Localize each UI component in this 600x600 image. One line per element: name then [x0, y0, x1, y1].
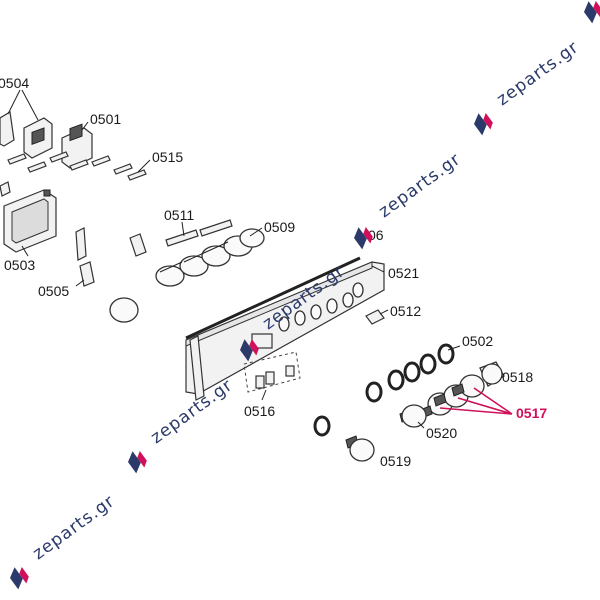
- label-0519: 0519: [380, 453, 411, 469]
- part-0519-knob[interactable]: [313, 415, 375, 462]
- watermark-text-5: zeparts.gr: [29, 491, 119, 564]
- part-0520-knob[interactable]: [399, 404, 427, 428]
- label-0501: 0501: [90, 111, 121, 127]
- label-0509: 0509: [264, 219, 295, 235]
- part-0511-strip[interactable]: [165, 219, 233, 247]
- watermark-logo-1: [474, 112, 493, 136]
- part-loose-knob[interactable]: [109, 297, 139, 323]
- label-0511: 0511: [164, 207, 194, 223]
- leader-0517: [439, 387, 513, 415]
- watermark-text-1: zeparts.gr: [493, 37, 583, 110]
- label-0518: 0518: [502, 369, 533, 385]
- part-0505-clips[interactable]: [75, 227, 95, 287]
- watermark-logo-4: [128, 450, 147, 474]
- label-0521: 0521: [388, 265, 419, 281]
- label-0516: 0516: [244, 403, 275, 419]
- part-small-holder[interactable]: [129, 233, 147, 257]
- part-0515-pins[interactable]: [7, 151, 147, 181]
- part-0504-switches[interactable]: [0, 111, 53, 159]
- label-0520: 0520: [426, 425, 457, 441]
- watermark-logo-3: [240, 338, 259, 362]
- part-0503-display-module[interactable]: [3, 189, 57, 253]
- label-0512: 0512: [390, 303, 421, 319]
- label-0505: 0505: [38, 283, 69, 299]
- part-small-bracket[interactable]: [0, 181, 11, 197]
- label-0502: 0502: [462, 333, 493, 349]
- watermark: zeparts.gr zeparts.gr zeparts.gr zeparts…: [10, 0, 600, 590]
- part-0501-switch[interactable]: [61, 123, 93, 169]
- label-0503: 0503: [4, 257, 35, 273]
- part-0516-switches[interactable]: [243, 351, 301, 393]
- part-0518-knob[interactable]: [479, 361, 505, 387]
- part-0502-rings[interactable]: [365, 343, 455, 403]
- part-0509-knobs[interactable]: [155, 228, 265, 287]
- watermark-logo-5: [10, 566, 29, 590]
- part-0521-control-panel[interactable]: [185, 256, 385, 401]
- label-0515: 0515: [152, 149, 183, 165]
- part-0512[interactable]: [365, 309, 385, 325]
- watermark-logo-2: [354, 226, 373, 250]
- watermark-text-2: zeparts.gr: [375, 149, 465, 222]
- label-0504: 0504: [0, 75, 29, 91]
- label-0517: 0517: [516, 405, 547, 421]
- watermark-logo-0: [584, 0, 600, 24]
